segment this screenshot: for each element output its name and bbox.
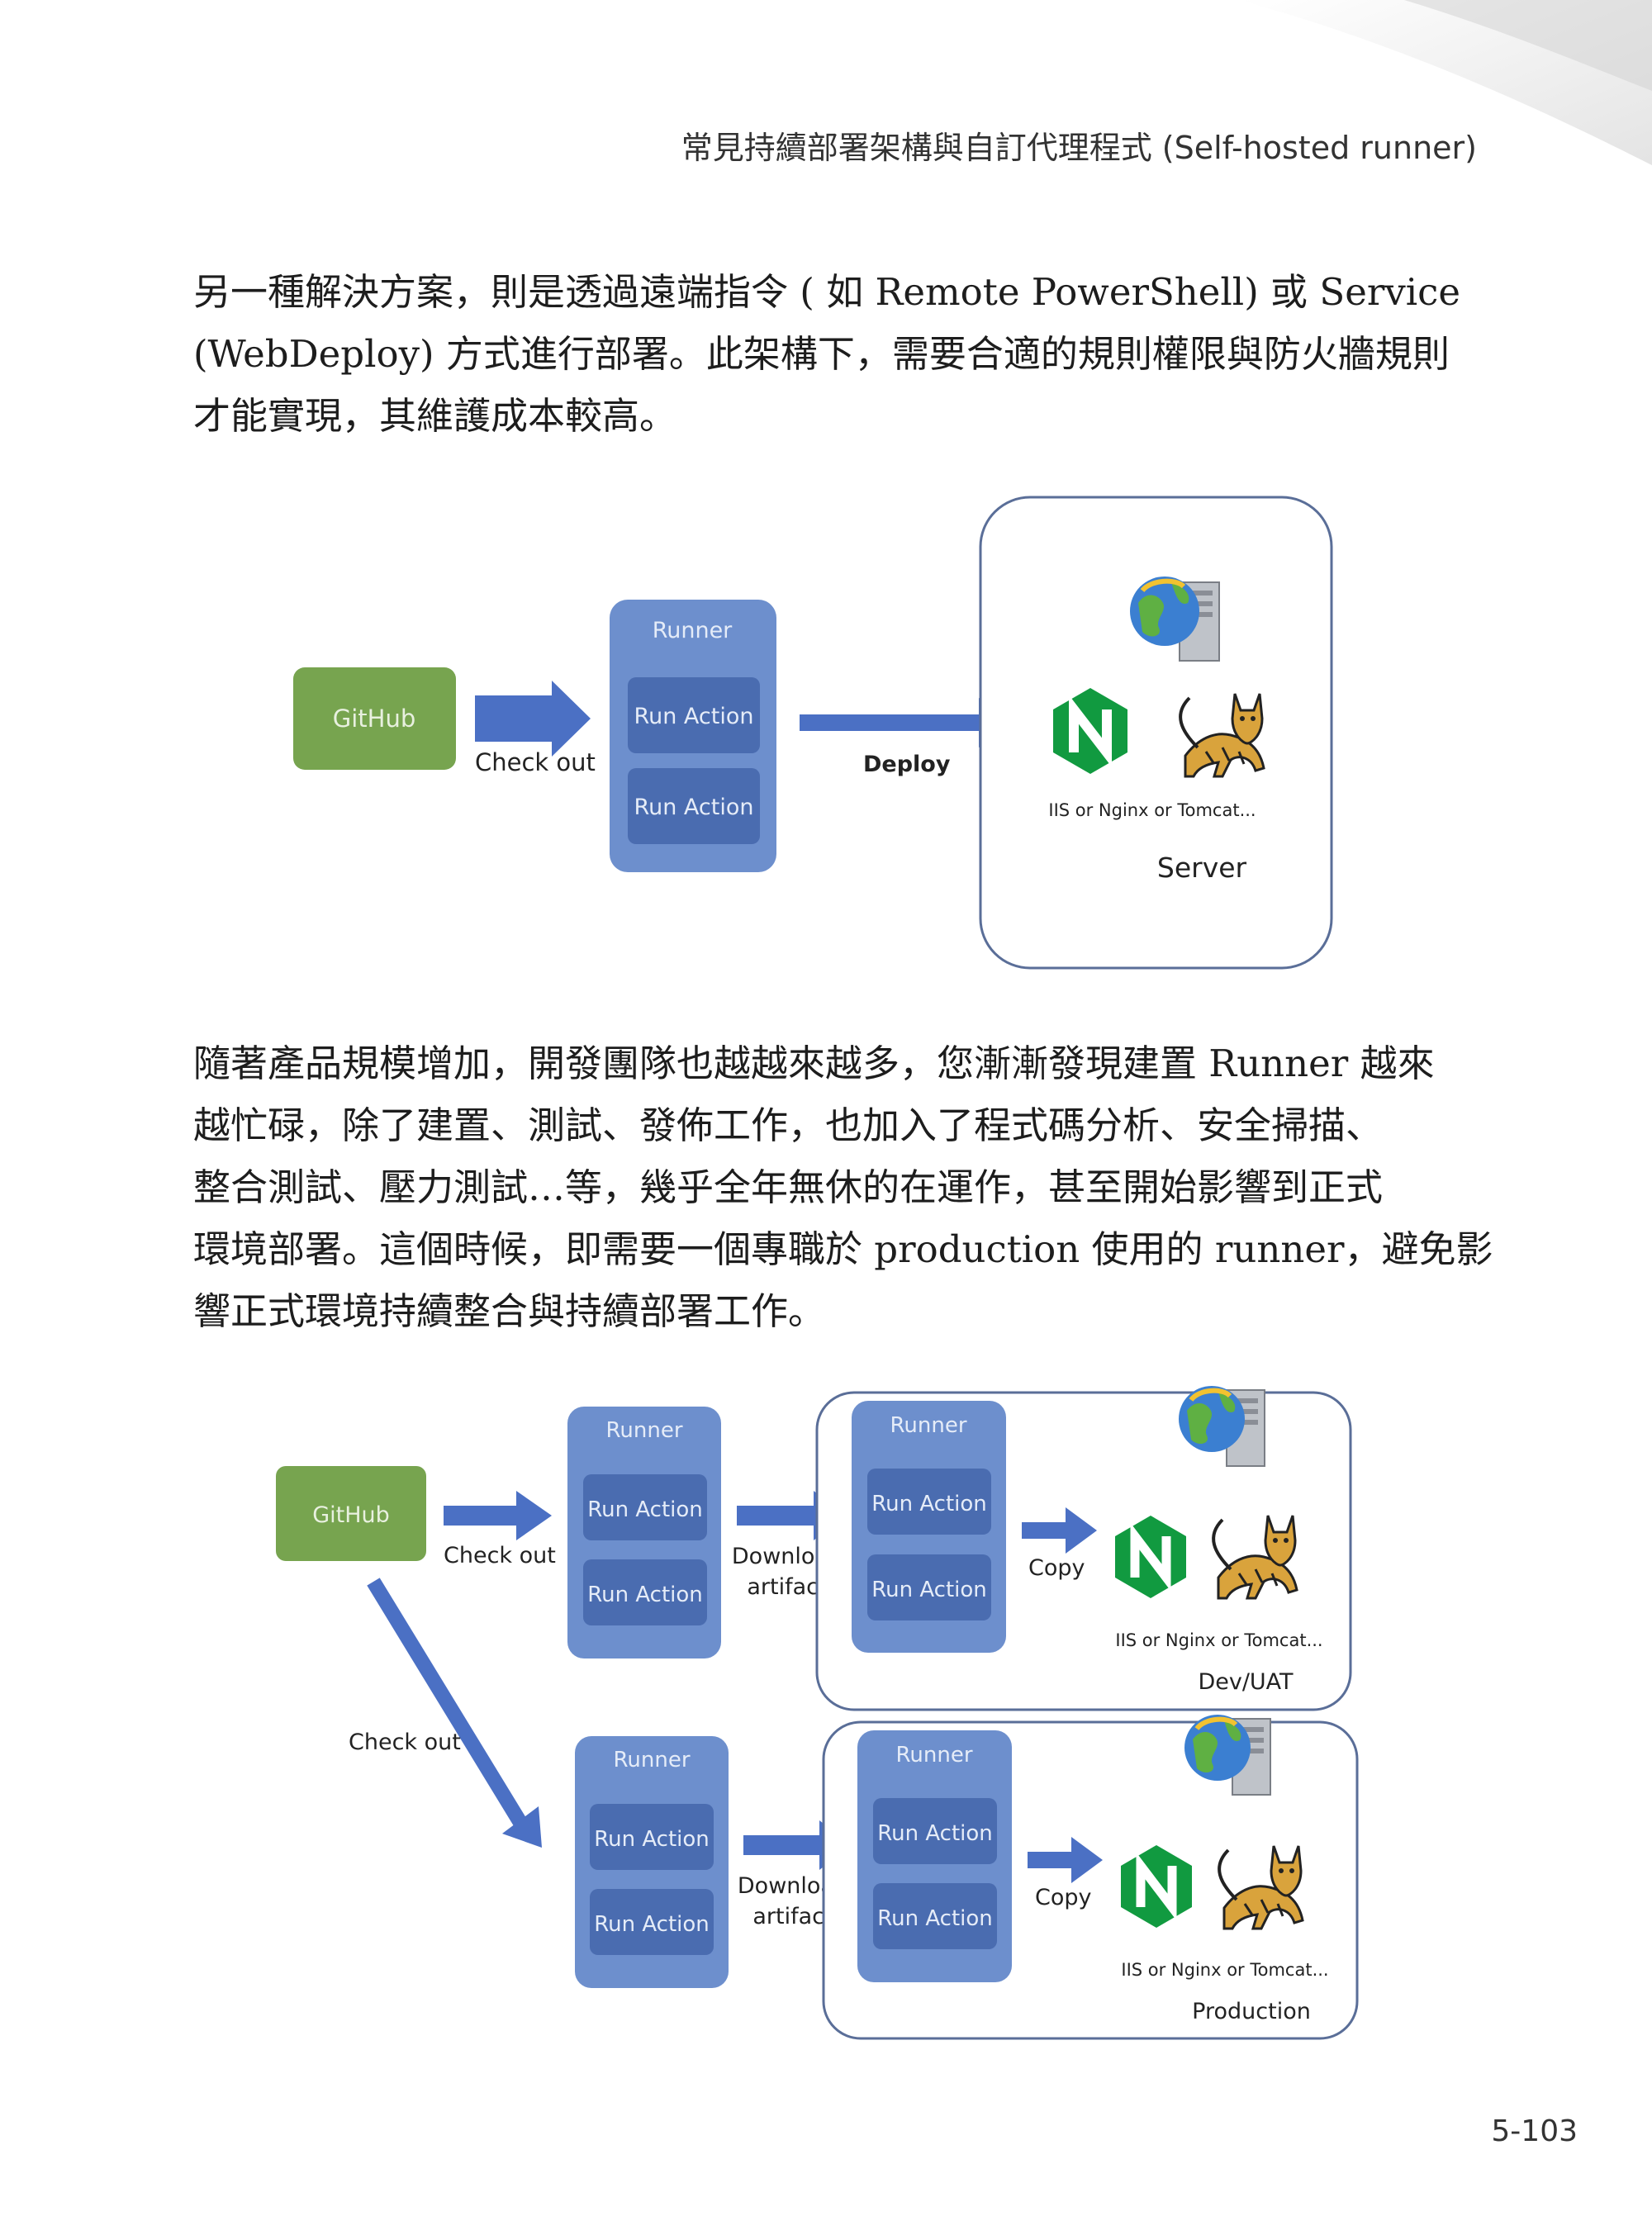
dev-uat-server-box: Runner Run Action Run Action Copy IIS or… xyxy=(815,1386,1352,1711)
run-action-box xyxy=(590,1889,714,1955)
copy-arrow xyxy=(1028,1837,1103,1883)
copy-arrow xyxy=(1022,1507,1097,1554)
runner-box-top: Runner Run Action Run Action xyxy=(567,1407,721,1658)
diagram-deploy-remote: GitHub Check out Runner Run Action Run A… xyxy=(293,496,1333,970)
run-action-box xyxy=(583,1474,707,1540)
run-action-box xyxy=(590,1804,714,1870)
paragraph-line: (WebDeploy) 方式進行部署。此架構下，需要合適的規則權限與防火牆規則 xyxy=(193,332,1450,376)
server-caption: IIS or Nginx or Tomcat... xyxy=(1048,800,1256,820)
runner-title: Runner xyxy=(605,1418,682,1443)
runner-title: Runner xyxy=(653,618,733,643)
paragraph-line: 隨著產品規模增加，開發團隊也越越來越多，您漸漸發現建置 Runner 越來 xyxy=(193,1042,1435,1085)
server-box: IIS or Nginx or Tomcat... Server xyxy=(979,496,1333,970)
github-box: GitHub xyxy=(293,667,456,770)
run-action-box xyxy=(867,1554,991,1620)
checkout-diagonal-arrow xyxy=(367,1578,542,1848)
server-title: Server xyxy=(1157,852,1247,884)
run-action-label: Run Action xyxy=(877,1821,993,1846)
runner-title: Runner xyxy=(895,1743,972,1768)
runner-title: Runner xyxy=(890,1413,966,1438)
runner-box: Runner Run Action Run Action xyxy=(610,600,776,872)
checkout-label: Check out xyxy=(444,1543,556,1568)
deploy-arrow xyxy=(800,698,1014,747)
artifact-label: artifact xyxy=(747,1574,827,1600)
paragraph-2: 隨著產品規模增加，開發團隊也越越來越多，您漸漸發現建置 Runner 越來 越忙… xyxy=(193,1032,1493,1342)
paragraph-line: 整合測試、壓力測試…等，幾乎全年無休的在運作，甚至開始影響到正式 xyxy=(193,1165,1384,1209)
checkout-label: Check out xyxy=(475,748,596,776)
copy-label: Copy xyxy=(1028,1555,1085,1581)
paragraph-1: 另一種解決方案，則是透過遠端指令 ( 如 Remote PowerShell) … xyxy=(193,261,1460,447)
paragraph-line: 響正式環境持續整合與持續部署工作。 xyxy=(193,1289,826,1333)
run-action-label: Run Action xyxy=(871,1492,987,1516)
run-action-box xyxy=(873,1798,997,1864)
paragraph-line: 越忙碌，除了建置、測試、發佈工作，也加入了程式碼分析、安全掃描、 xyxy=(193,1103,1384,1147)
page-header: 常見持續部署架構與自訂代理程式 (Self-hosted runner) xyxy=(681,130,1477,166)
run-action-label: Run Action xyxy=(587,1583,703,1607)
runner-box-bottom: Runner Run Action Run Action xyxy=(575,1736,729,1988)
run-action-label: Run Action xyxy=(587,1497,703,1522)
page-number: 5-103 xyxy=(1491,2114,1578,2148)
paragraph-line: 另一種解決方案，則是透過遠端指令 ( 如 Remote PowerShell) … xyxy=(193,270,1460,314)
run-action-box xyxy=(583,1559,707,1625)
copy-label: Copy xyxy=(1035,1885,1092,1910)
env-label: Dev/UAT xyxy=(1198,1669,1294,1695)
checkout-arrow xyxy=(444,1491,552,1540)
run-action-box xyxy=(867,1469,991,1535)
production-server-box: Runner Run Action Run Action Copy IIS or… xyxy=(822,1715,1359,2040)
run-action-label: Run Action xyxy=(594,1912,710,1937)
artifact-label: artifact xyxy=(752,1904,833,1929)
server-caption: IIS or Nginx or Tomcat... xyxy=(1121,1960,1328,1980)
run-action-label: Run Action xyxy=(634,704,754,729)
checkout-diagonal-label: Check out xyxy=(349,1730,461,1755)
diagram-dedicated-runner: GitHub Check out Check out Runner Run Ac… xyxy=(276,1371,1359,2040)
run-action-label: Run Action xyxy=(594,1827,710,1852)
deploy-label: Deploy xyxy=(863,752,951,777)
run-action-box xyxy=(628,768,760,844)
github-label: GitHub xyxy=(312,1502,390,1528)
github-box: GitHub xyxy=(276,1466,426,1561)
checkout-arrow xyxy=(475,681,591,757)
paragraph-line: 才能實現，其維護成本較高。 xyxy=(193,394,677,438)
run-action-label: Run Action xyxy=(871,1578,987,1602)
runner-title: Runner xyxy=(613,1748,690,1772)
run-action-box xyxy=(628,677,760,753)
paragraph-line: 環境部署。這個時候，即需要一個專職於 production 使用的 runner… xyxy=(193,1227,1493,1271)
github-label: GitHub xyxy=(333,705,416,733)
run-action-label: Run Action xyxy=(877,1906,993,1931)
env-label: Production xyxy=(1192,1999,1311,2024)
corner-decoration xyxy=(1239,0,1652,165)
server-caption: IIS or Nginx or Tomcat... xyxy=(1115,1630,1322,1650)
run-action-box xyxy=(873,1883,997,1949)
run-action-label: Run Action xyxy=(634,795,754,820)
